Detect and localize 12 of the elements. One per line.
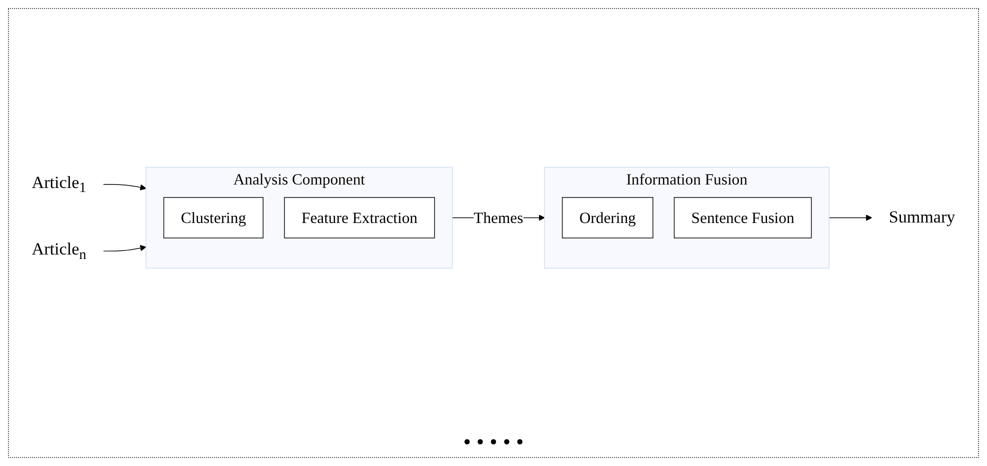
arrow [103,245,146,252]
node-box: Clustering [163,197,264,239]
arrow [103,184,146,191]
node-text: Article$_{n}$ [32,240,86,263]
node-text: Summary [888,208,956,228]
node-box: Ordering [562,197,654,239]
node-box: Feature Extraction [284,197,435,239]
arrow [828,214,872,222]
ellipsis-dots: • • • • • [463,429,524,454]
node-box: Sentence Fusion [674,197,812,239]
edge-label: Themes [474,209,524,227]
node-text: Article$_{1}$ [32,174,86,196]
